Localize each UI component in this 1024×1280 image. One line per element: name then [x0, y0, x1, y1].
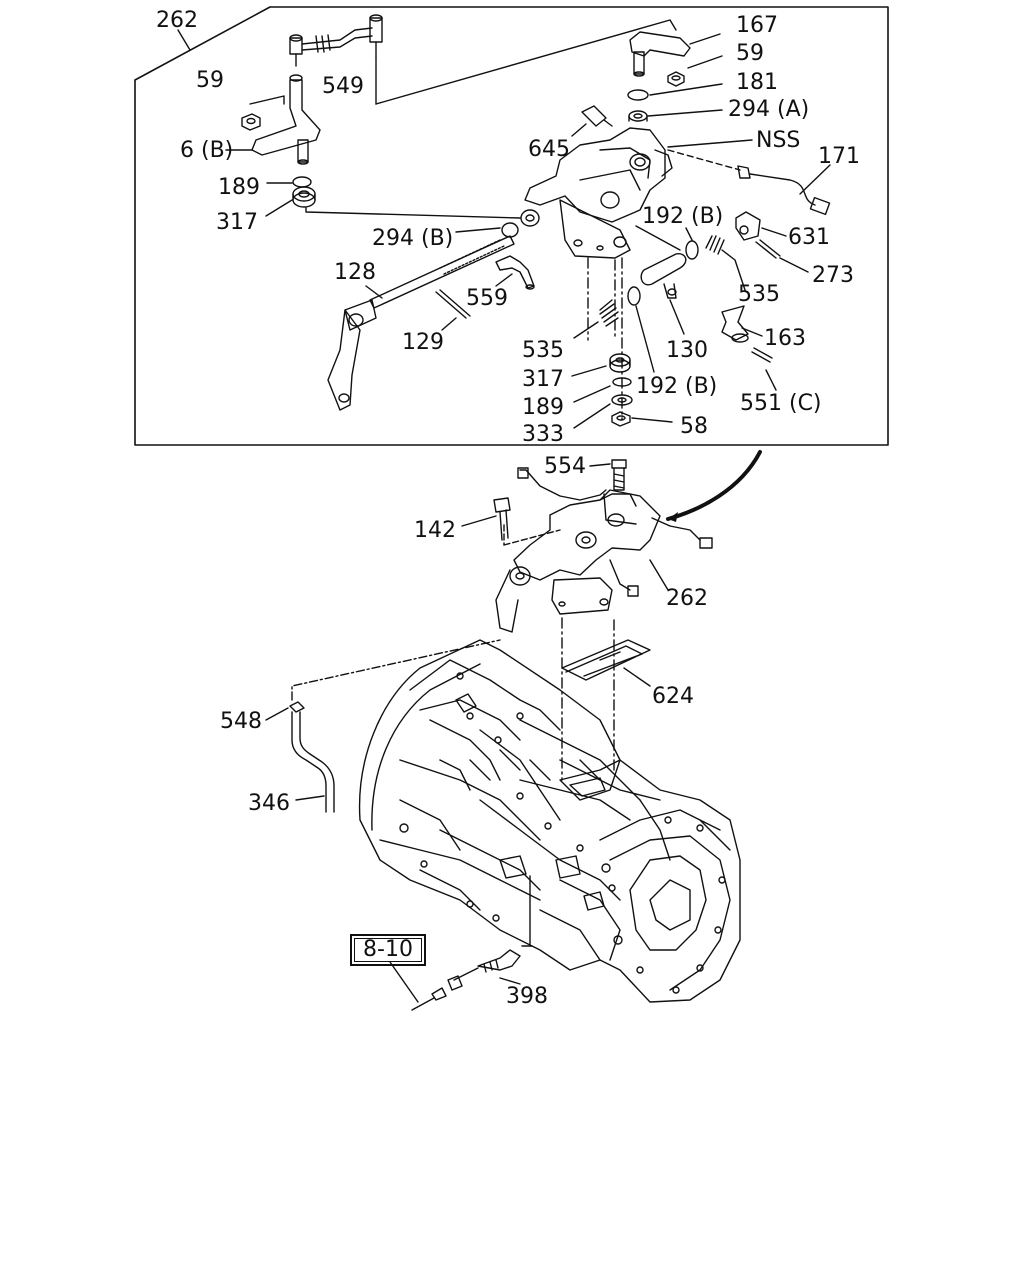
oring-189-mid [613, 378, 631, 386]
label-189-top: 189 [218, 175, 260, 200]
label-645: 645 [528, 137, 570, 162]
label-59-left: 59 [196, 68, 224, 93]
label-346: 346 [248, 791, 290, 816]
label-631: 631 [788, 225, 830, 250]
label-262-top: 262 [156, 8, 198, 33]
label-548: 548 [220, 709, 262, 734]
washer-333 [612, 395, 632, 405]
spring-535-mid [600, 300, 618, 326]
label-551c: 551 (C) [740, 391, 822, 416]
label-192b-mid: 192 (B) [636, 374, 718, 399]
shift-shaft-128 [328, 236, 514, 410]
bushing-294b [502, 223, 518, 237]
pin-129 [436, 290, 470, 318]
label-317-top: 317 [216, 210, 258, 235]
label-nss: NSS [756, 128, 801, 153]
spring-535-right [706, 236, 724, 254]
bushing-317-top [293, 187, 315, 207]
oring-189-top [293, 177, 311, 187]
label-58: 58 [680, 414, 708, 439]
lever-167 [630, 32, 690, 76]
label-167: 167 [736, 13, 778, 38]
switch-645 [582, 106, 612, 126]
label-181: 181 [736, 70, 778, 95]
label-559: 559 [466, 286, 508, 311]
label-398: 398 [506, 984, 548, 1009]
label-624: 624 [652, 684, 694, 709]
reference-box-8-10: 8-10 [350, 934, 426, 966]
bolt-554 [612, 460, 626, 490]
label-294b: 294 (B) [372, 226, 454, 251]
label-171: 171 [818, 144, 860, 169]
shift-housing-assembly [496, 468, 712, 632]
pin-551c [752, 348, 772, 362]
label-163: 163 [764, 326, 806, 351]
nut-59-right [668, 72, 684, 86]
bolt-142 [494, 498, 510, 540]
label-59-right: 59 [736, 41, 764, 66]
detent-130 [641, 254, 686, 298]
label-192b-top: 192 (B) [642, 204, 724, 229]
label-6b: 6 (B) [180, 138, 234, 163]
label-554: 554 [544, 454, 586, 479]
lever-6b [252, 75, 320, 164]
label-142: 142 [414, 518, 456, 543]
bushing-317-mid [610, 354, 630, 372]
label-333: 333 [522, 422, 564, 447]
shift-housing [521, 128, 672, 258]
label-549: 549 [322, 74, 364, 99]
rod-end-549 [290, 15, 382, 66]
label-294a: 294 (A) [728, 97, 810, 122]
washer-192b-top [686, 241, 698, 259]
bushing-294a [629, 111, 647, 121]
transmission-case [360, 640, 740, 1002]
nut-59-left [242, 114, 260, 130]
gasket-624 [562, 640, 650, 680]
washer-192b-mid [628, 287, 640, 305]
label-189-mid: 189 [522, 395, 564, 420]
label-273: 273 [812, 263, 854, 288]
lever-163 [722, 306, 748, 342]
washer-181 [628, 90, 648, 100]
detail-pointer-arrow [668, 452, 760, 519]
hose-346 [292, 712, 334, 812]
fitting-559 [496, 256, 534, 289]
pin-273 [756, 240, 780, 258]
block-631 [736, 212, 760, 240]
label-262-bottom: 262 [666, 586, 708, 611]
sensor-398 [448, 950, 520, 990]
label-128: 128 [334, 260, 376, 285]
nut-58 [612, 412, 630, 426]
detail-box-outline [135, 7, 888, 445]
label-535-mid: 535 [522, 338, 564, 363]
label-535-right: 535 [738, 282, 780, 307]
label-317-mid: 317 [522, 367, 564, 392]
bolt-8-10 [412, 988, 446, 1010]
label-130: 130 [666, 338, 708, 363]
label-129: 129 [402, 330, 444, 355]
breather-548 [290, 702, 304, 712]
